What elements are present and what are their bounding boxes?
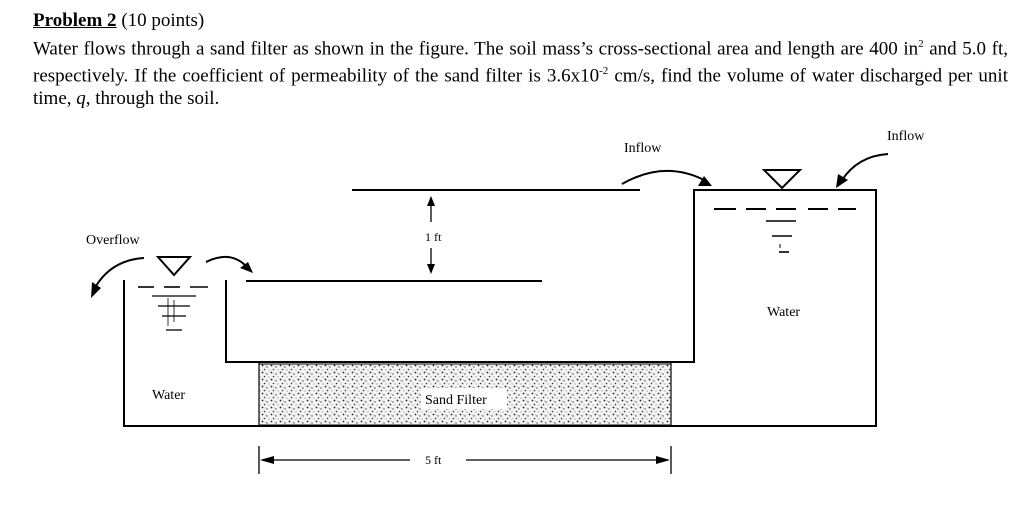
vessel-outline: [123, 189, 877, 427]
head-label: 1 ft: [425, 230, 442, 244]
length-label: 5 ft: [425, 453, 442, 467]
overflow-arrow-left: [91, 257, 145, 298]
problem-text-4: , through the soil.: [85, 88, 220, 110]
inflow-arrow-right: [836, 153, 889, 188]
water-label-right: Water: [767, 305, 800, 320]
length-dimension: [258, 446, 672, 474]
problem-points: (10 points): [121, 10, 205, 31]
left-water-surface: [138, 256, 208, 331]
problem-text-1: Water flows through a sand filter as sho…: [33, 37, 919, 59]
overflow-label: Overflow: [86, 233, 141, 248]
permeability-exponent: -2: [599, 65, 609, 78]
problem-body: Water flows through a sand filter as sho…: [33, 33, 1008, 111]
problem-statement: Problem 2 (10 points) Water flows throug…: [33, 10, 1008, 111]
problem-text-3: cm/s, find the volume of water discharge…: [33, 65, 1008, 110]
water-label-left: Water: [152, 388, 185, 403]
inflow-label-left: Inflow: [624, 141, 662, 156]
overflow-arrow-right: [205, 255, 253, 273]
inflow-arrow-left: [621, 170, 712, 186]
inflow-label-right: Inflow: [887, 129, 925, 144]
problem-header: Problem 2 (10 points): [33, 10, 1008, 33]
right-water-surface: [714, 169, 856, 253]
area-exponent: 2: [918, 37, 924, 50]
problem-text-2: and 5.0 ft, respectively. If the coeffic…: [33, 37, 1008, 87]
sand-filter-label: Sand Filter: [425, 393, 487, 408]
discharge-symbol: q: [76, 88, 86, 110]
head-dimension: [427, 196, 435, 274]
problem-title: Problem 2: [33, 10, 117, 31]
